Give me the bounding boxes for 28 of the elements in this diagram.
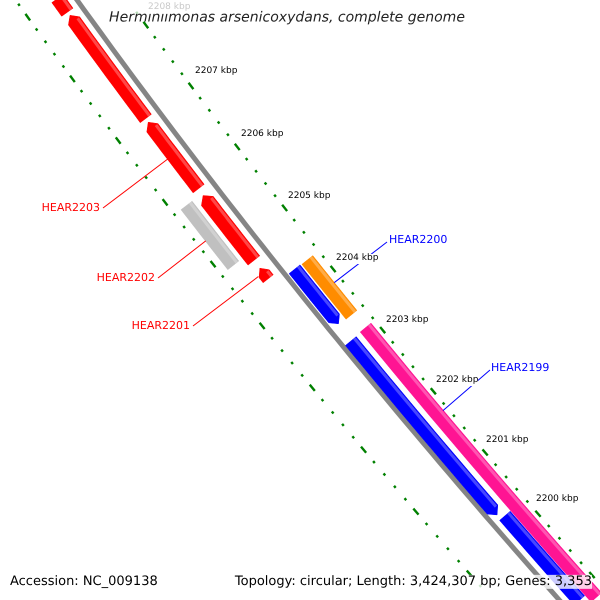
gene-segment: [258, 268, 274, 284]
scale-label: 2207 kbp: [195, 67, 238, 77]
accession-text: Accession: NC_009138: [10, 574, 158, 590]
leader-line: [102, 158, 168, 208]
gene-segment: [302, 255, 358, 320]
gene-label: HEAR2203: [42, 202, 100, 214]
scale-label: 2201 kbp: [486, 436, 528, 446]
title-text: Herminiimonas arsenicoxydans, complete genome: [108, 10, 466, 26]
scale-label: 2202 kbp: [436, 376, 478, 386]
scale-label: 2204 kbp: [336, 254, 378, 264]
gene-segment: [201, 195, 260, 266]
gene-segment: [146, 122, 204, 194]
gene-label: HEAR2202: [96, 272, 155, 284]
gene-label: HEAR2201: [132, 320, 190, 332]
leader-line: [192, 276, 259, 326]
leader-line: [442, 370, 490, 412]
gene-segment: [52, 0, 74, 17]
leader-line: [158, 240, 206, 278]
scale-label: 2206 kbp: [241, 130, 284, 140]
gene-segment: [360, 322, 600, 600]
gene-segment: [180, 200, 240, 270]
gene-label: HEAR2200: [389, 234, 448, 246]
scale-label: 2203 kbp: [386, 316, 428, 326]
genome-summary-text: Topology: circular; Length: 3,424,307 bp; Genes: 3,353: [234, 574, 592, 590]
gene-segment: [288, 264, 340, 324]
scale-label: 2200 kbp: [536, 495, 578, 505]
scale-label: 2205 kbp: [288, 192, 330, 202]
gene-label: HEAR2199: [491, 362, 550, 374]
